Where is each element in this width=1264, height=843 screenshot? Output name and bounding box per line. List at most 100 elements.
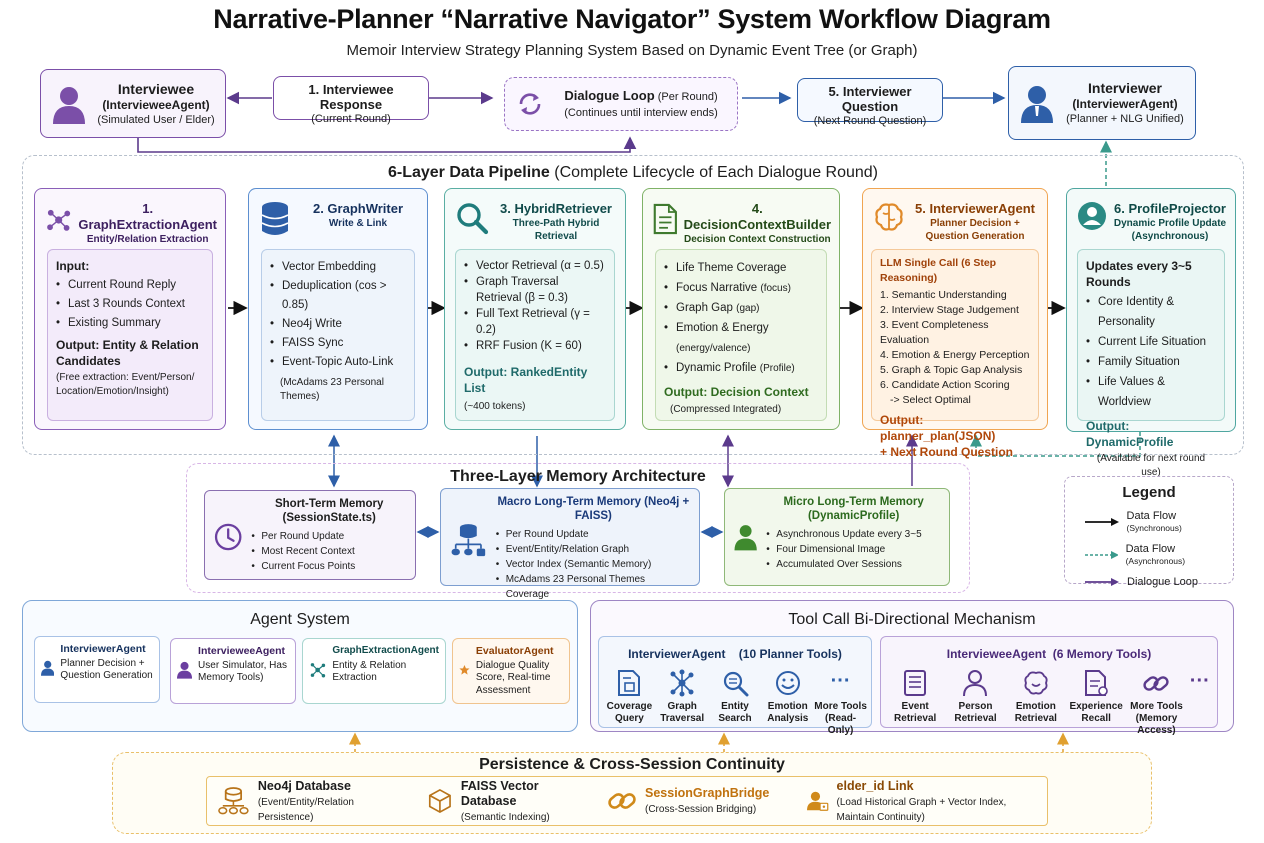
- col2-item: Event-Topic Auto-Link: [270, 353, 406, 372]
- col4-sub: Decision Context Construction: [683, 234, 831, 245]
- profile-icon: [1078, 202, 1106, 230]
- search-icon: [457, 203, 489, 235]
- interviewee-title: Interviewee: [117, 80, 195, 97]
- micro-memory-item: Four Dimensional Image: [766, 542, 941, 557]
- legend-item-sync: Data Flow (Synchronous): [1065, 510, 1233, 534]
- star-icon: [459, 664, 470, 675]
- legend-item-async: Data Flow (Asynchronous): [1065, 543, 1233, 567]
- question-title: 5. Interviewer Question: [828, 84, 912, 114]
- cube-icon: [428, 788, 451, 814]
- col5-step: 3. Event Completeness Evaluation: [880, 319, 989, 346]
- col3-item: Vector Retrieval (α = 0.5): [464, 258, 606, 274]
- more-dots-icon: ···: [830, 670, 851, 692]
- micro-memory-title: Micro Long-Term Memory (DynamicProfile): [783, 496, 924, 522]
- interviewer-title: Interviewer: [1088, 80, 1162, 96]
- dialogue-loop-box: Dialogue Loop (Per Round) (Continues unt…: [504, 77, 738, 131]
- persist-session-bridge: SessionGraphBridge(Cross-Session Bridgin…: [597, 786, 797, 816]
- col2-item: Vector Embedding: [270, 258, 406, 277]
- col6-item: Core Identity & Personality: [1086, 292, 1216, 332]
- question-sub: (Next Round Question): [813, 115, 927, 127]
- interviewer-agent-icon: [41, 660, 55, 676]
- event-list-icon: [904, 670, 927, 696]
- interviewer-agent: (InterviewerAgent): [1072, 97, 1178, 111]
- col1-output: Output: Entity & Relation Candidates: [56, 338, 199, 368]
- memory-tools-agent: IntervieweeAgent: [946, 647, 1047, 661]
- tool-more-memory[interactable]: More Tools(Memory Access): [1127, 669, 1185, 737]
- data-pipeline-section: [22, 155, 1244, 455]
- emotion-brain-icon: [1024, 671, 1048, 695]
- col1-note: (Free extraction: Event/Person/ Location…: [56, 372, 195, 397]
- col5-step: 4. Emotion & Energy Perception: [880, 349, 1030, 361]
- col1-item: Current Round Reply: [56, 276, 204, 295]
- macro-memory-item: McAdams 23 Personal Themes Coverage: [496, 572, 691, 602]
- graph-traversal-icon: [670, 669, 694, 697]
- col2-item: Neo4j Write: [270, 315, 406, 334]
- neo4j-db-icon: [218, 787, 249, 815]
- legend-item-loop: Dialogue Loop: [1065, 576, 1233, 588]
- col2-sub: Write & Link: [328, 218, 388, 229]
- col6-sub: Dynamic Profile Update (Asynchronous): [1113, 218, 1227, 242]
- interviewee-agent-icon: [177, 661, 193, 679]
- response-title: 1. Interviewee Response: [308, 82, 394, 112]
- persist-elder-link: elder_id Link(Load Historical Graph + Ve…: [797, 779, 1047, 824]
- solid-arrow-icon: [1085, 518, 1119, 526]
- col3-output: Output: RankedEntity List: [464, 365, 588, 395]
- col6-item: Family Situation: [1086, 352, 1216, 372]
- macro-memory-title: Macro Long-Term Memory (Neo4j + FAISS): [497, 496, 690, 522]
- database-network-icon: [451, 524, 486, 557]
- col2-item: Deduplication (cos > 0.85): [270, 277, 406, 315]
- col5-sub: Planner Decision + Question Generation: [925, 218, 1025, 242]
- col1-input-label: Input:: [56, 259, 90, 273]
- col5-step: -> Select Optimal: [890, 394, 971, 406]
- pipeline-title-main: 6-Layer Data Pipeline: [387, 164, 550, 181]
- chain-link-icon: [608, 793, 636, 809]
- agent-system-title: Agent System: [250, 611, 350, 628]
- entity-search-icon: [723, 671, 749, 697]
- document-icon: [653, 203, 677, 235]
- brain-icon: [875, 203, 903, 231]
- tool-more-readonly[interactable]: ··· More Tools(Read-Only): [814, 670, 867, 736]
- col3-title: 3. HybridRetriever: [500, 201, 612, 216]
- col6-output: Output: DynamicProfile: [1086, 419, 1174, 449]
- col3-item: Full Text Retrieval (γ = 0.2): [464, 306, 606, 338]
- tool-call-title: Tool Call Bi-Directional Mechanism: [788, 611, 1036, 628]
- graph-network-icon: [47, 209, 71, 231]
- more-dots-icon: ···: [1189, 670, 1210, 692]
- short-term-item: Per Round Update: [251, 529, 407, 544]
- interviewer-box: Interviewer (InterviewerAgent) (Planner …: [1008, 66, 1196, 140]
- col4-note: (Compressed Integrated): [670, 404, 782, 415]
- macro-memory-item: Vector Index (Semantic Memory): [496, 557, 691, 572]
- col6-note: (Available for next round use): [1096, 453, 1206, 478]
- col4-output: Output: Decision Context: [664, 385, 809, 399]
- col6-item: Life Values & Worldview: [1086, 372, 1216, 412]
- micro-memory-item: Accumulated Over Sessions: [766, 557, 941, 572]
- memory-tools-count: (6 Memory Tools): [1052, 647, 1152, 661]
- interviewee-box: Interviewee (IntervieweeAgent) (Simulate…: [40, 69, 226, 138]
- col2-title: 2. GraphWriter: [312, 201, 404, 216]
- col1-sub: Entity/Relation Extraction: [86, 234, 209, 245]
- legend: Legend Data Flow (Synchronous) Data Flow…: [1064, 476, 1234, 588]
- col5-llm: LLM Single Call (6 Step Reasoning): [880, 257, 997, 284]
- col2-item: FAISS Sync: [270, 334, 406, 353]
- loop-title-small: (Per Round): [657, 90, 718, 103]
- user-icon: [53, 86, 85, 124]
- col1-item: Last 3 Rounds Context: [56, 295, 204, 314]
- loop-icon: [519, 93, 541, 115]
- col3-item: Graph Traversal Retrieval (β = 0.3): [464, 274, 606, 306]
